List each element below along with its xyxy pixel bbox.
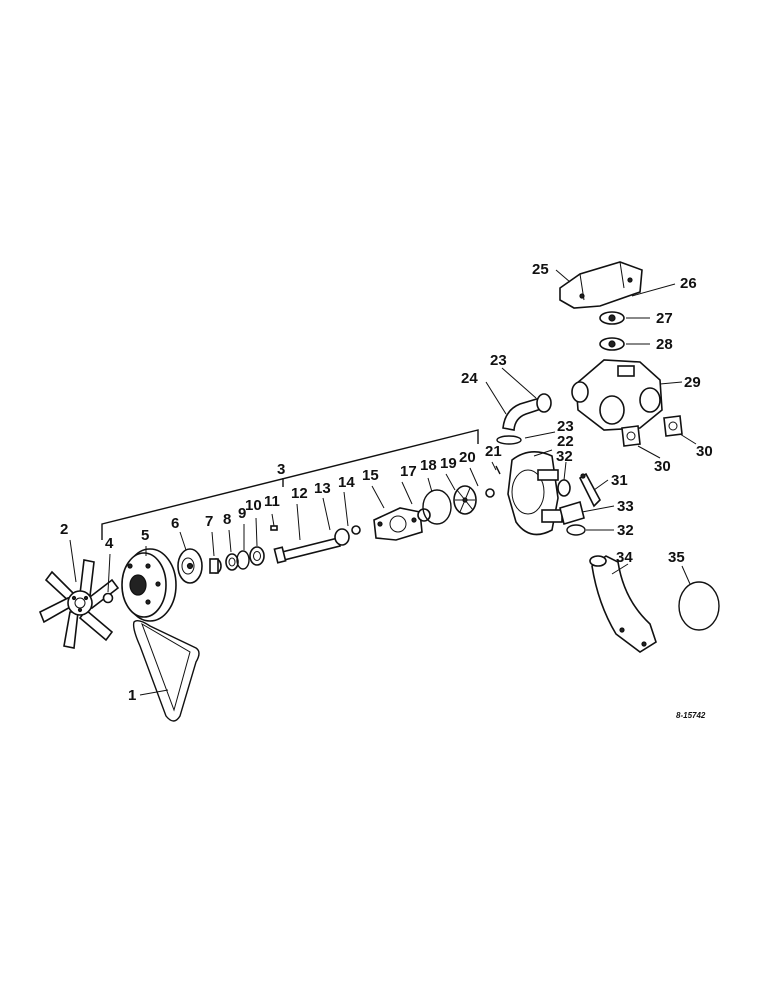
callout-30-right: 30 [696, 443, 713, 460]
fan-belt [132, 619, 200, 722]
callout-19: 19 [440, 455, 457, 472]
callout-33: 33 [617, 498, 634, 515]
callout-32-lower: 32 [617, 522, 634, 539]
callout-4: 4 [105, 535, 114, 552]
leader-lines [69, 269, 697, 696]
callout-17: 17 [400, 463, 417, 480]
callout-labels: 1 2 3 4 5 6 7 8 9 10 11 12 13 14 15 17 1… [60, 261, 713, 704]
clamp-23-upper [536, 393, 552, 413]
callout-26: 26 [680, 275, 697, 292]
pump-hub [177, 548, 203, 584]
pump-housing [507, 451, 563, 536]
callout-1: 1 [128, 687, 136, 704]
connector-31 [578, 472, 601, 508]
callout-35: 35 [668, 549, 685, 566]
water-outlet-elbow [589, 555, 657, 653]
callout-24: 24 [461, 370, 478, 387]
water-manifold [571, 359, 663, 431]
figure-id: 8-15742 [676, 711, 706, 720]
callout-34: 34 [616, 549, 633, 566]
gasket-35 [678, 581, 720, 631]
clamp-23-lower [496, 435, 522, 445]
snap-ring-9 [236, 550, 250, 570]
pump-body [373, 507, 423, 541]
callout-22: 22 [557, 433, 574, 450]
clamp-32-upper [557, 479, 571, 497]
hose-33 [559, 500, 585, 526]
fan-blade [38, 559, 120, 649]
callout-31: 31 [611, 472, 628, 489]
callout-8: 8 [223, 511, 231, 528]
nut-4 [102, 592, 114, 604]
callout-10: 10 [245, 497, 262, 514]
callout-28: 28 [656, 336, 673, 353]
callout-14: 14 [338, 474, 355, 491]
callout-29: 29 [684, 374, 701, 391]
thermostat-housing [559, 261, 643, 309]
pulley [121, 548, 177, 622]
clamp-32-lower [566, 524, 586, 536]
bearing-10 [249, 546, 265, 566]
nut-20 [485, 488, 495, 498]
callout-12: 12 [291, 485, 308, 502]
callout-21: 21 [485, 443, 502, 460]
gasket-30-right [663, 415, 683, 437]
callout-5: 5 [141, 527, 149, 544]
callout-32-upper: 32 [556, 448, 573, 465]
callout-25: 25 [532, 261, 549, 278]
callout-23-upper: 23 [490, 352, 507, 369]
impeller-19 [453, 485, 477, 515]
seal-13 [334, 528, 350, 546]
thermostat-28 [599, 337, 625, 351]
assembly-bracket-3 [101, 429, 479, 540]
gasket-30-left [621, 425, 641, 447]
seal-8 [225, 553, 239, 571]
callout-30-left: 30 [654, 458, 671, 475]
callout-23-lower: 23 [557, 418, 574, 435]
callout-11: 11 [264, 493, 280, 510]
callout-15: 15 [362, 467, 379, 484]
callout-7: 7 [205, 513, 213, 530]
washer-14 [351, 525, 361, 535]
callout-9: 9 [238, 505, 246, 522]
callout-27: 27 [656, 310, 673, 327]
callout-20: 20 [459, 449, 476, 466]
callout-6: 6 [171, 515, 179, 532]
callout-2: 2 [60, 521, 68, 538]
pump-shaft [273, 537, 341, 564]
thermostat-27 [599, 311, 625, 325]
gasket-ring-18 [422, 489, 452, 525]
pin-21 [495, 465, 501, 475]
callout-18: 18 [420, 457, 437, 474]
key-11 [270, 525, 278, 531]
callout-3: 3 [277, 461, 285, 478]
callout-13: 13 [314, 480, 331, 497]
bearing-7 [209, 558, 222, 574]
